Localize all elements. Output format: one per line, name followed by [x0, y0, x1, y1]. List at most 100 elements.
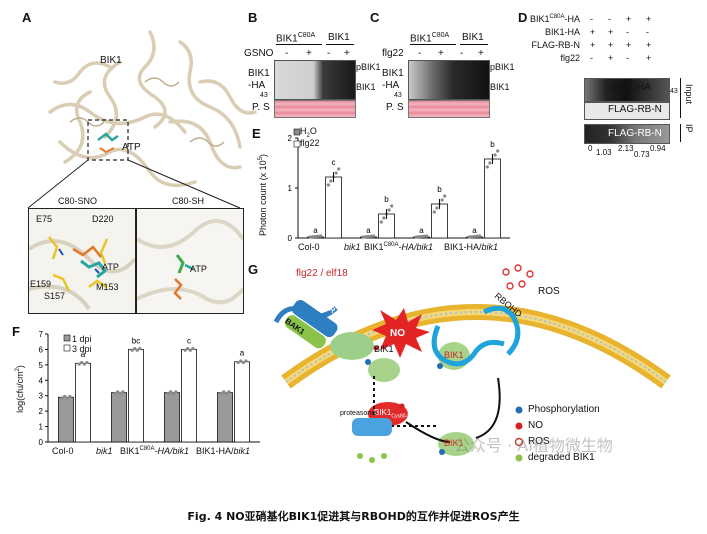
panel-d-sign: +	[626, 40, 632, 50]
f-point	[135, 348, 139, 352]
f-ytick-label: 3	[39, 392, 44, 401]
g-legend-phos: Phosphorylation	[528, 404, 600, 415]
panel-d-sign: -	[590, 53, 593, 63]
e-sig-letter: c	[332, 158, 336, 167]
panel-d-blot2-label: FLAG-RB-N	[608, 104, 662, 115]
c-sign-2: +	[438, 48, 444, 59]
f-bar	[128, 349, 144, 443]
panel-d-sign: +	[646, 14, 652, 24]
f-point	[186, 347, 190, 351]
panel-b-ps	[274, 100, 356, 118]
panel-d-sign: +	[608, 27, 614, 37]
c-sign-4: +	[478, 48, 484, 59]
e-point	[308, 235, 312, 239]
f-point	[68, 394, 72, 399]
f-point	[171, 391, 175, 395]
panel-c-ylabel1: BIK1	[382, 68, 404, 79]
e-legend-h2o: H2O	[300, 126, 317, 139]
panel-b-ps-label: P. S	[252, 102, 270, 113]
f-point	[191, 347, 195, 351]
res-atp: ATP	[102, 262, 119, 272]
f-point	[239, 359, 243, 363]
inset-c80-sno	[27, 208, 137, 314]
b-sign-3: -	[327, 48, 331, 59]
e-ytick-label: 2	[288, 134, 293, 143]
f-point	[244, 359, 248, 363]
e-point	[470, 235, 474, 239]
e-point	[414, 235, 418, 239]
inset-sh-atp: ATP	[190, 264, 207, 274]
f-bar	[181, 349, 197, 443]
e-point	[313, 234, 318, 239]
g-bik1-1: BIK1	[374, 344, 394, 354]
panel-d-row-label: BIK1-HA	[544, 27, 580, 37]
f-point	[138, 347, 142, 351]
f-point	[116, 390, 120, 394]
f-ytick-label: 0	[39, 438, 44, 447]
e-sig-letter: a	[366, 226, 371, 235]
e-point	[334, 171, 338, 175]
panel-d-sign: +	[608, 40, 614, 50]
b-sign-2: +	[306, 48, 312, 59]
f-point	[166, 391, 170, 395]
f-group-bik1ha: BIK1-HA/bik1	[196, 446, 251, 456]
panel-b-letter: B	[248, 10, 258, 25]
panel-b-band1: pBIK1	[356, 62, 381, 72]
f-group-bik1: bik1	[96, 446, 113, 456]
e-group-bik1ha: BIK1-HA/bik1	[444, 242, 499, 252]
f-point	[121, 390, 125, 394]
f-legend-3dpi: 3 dpi	[72, 344, 92, 354]
panel-g-diagram	[273, 264, 671, 463]
figure-caption: Fig. 4 NO亚硝基化BIK1促进其与RBOHD的互作并促进ROS产生	[187, 510, 520, 523]
e-point	[488, 161, 492, 165]
e-ylabel: Photon count (x 105)	[257, 154, 268, 236]
f-point	[82, 362, 86, 366]
f-point	[133, 347, 137, 351]
panel-d-blot1-label: BIK1-HA	[612, 82, 651, 93]
panel-d-sign: +	[646, 40, 652, 50]
f-bar	[58, 396, 74, 443]
panel-d-bracket-input	[676, 78, 681, 118]
f-group-col0: Col-0	[52, 446, 74, 456]
b-sign-4: +	[344, 48, 350, 59]
res-e75: E75	[36, 214, 53, 224]
f-point	[227, 390, 231, 394]
e-point	[435, 206, 439, 210]
panel-c-band2: BIK1	[490, 82, 510, 92]
e-point	[422, 234, 426, 238]
panel-d-blot1-mw: 43	[670, 88, 678, 95]
panel-d-sign: +	[590, 27, 596, 37]
panel-g-letter: G	[248, 262, 259, 277]
inset-sno-molecules	[27, 236, 137, 311]
panel-e-letter: E	[252, 126, 261, 141]
f-point	[85, 360, 89, 365]
f-sig-letter: c	[187, 336, 191, 345]
inset-sno-title: C80-SNO	[58, 196, 98, 206]
f-ytick-label: 2	[39, 407, 44, 416]
f-point	[241, 360, 245, 365]
f-legend-swatch-1dpi	[63, 334, 71, 342]
res-e159: E159	[30, 279, 52, 289]
panel-b-ylabel2: -HA	[248, 80, 266, 91]
panel-b-lane1: BIK1C80A	[276, 32, 316, 45]
e-point	[493, 153, 497, 157]
panel-c-letter: C	[370, 10, 380, 25]
panel-d-ip: IP	[684, 124, 694, 133]
f-sig-letter: a	[81, 350, 86, 359]
f-ytick-label: 6	[39, 345, 44, 354]
e-point	[326, 183, 330, 187]
e-sig-letter: b	[490, 140, 495, 149]
res-d220: D220	[92, 214, 114, 224]
panel-a-letter: A	[22, 10, 32, 25]
c-sign-3: -	[460, 48, 464, 59]
f-point	[60, 396, 64, 400]
e-point	[496, 149, 500, 153]
e-point	[440, 198, 444, 202]
e-point	[425, 234, 429, 238]
panel-d-blot2	[584, 102, 670, 120]
res-m153: M153	[96, 282, 119, 292]
e-point	[311, 235, 315, 239]
f-point	[224, 391, 228, 395]
e-point	[475, 234, 479, 238]
